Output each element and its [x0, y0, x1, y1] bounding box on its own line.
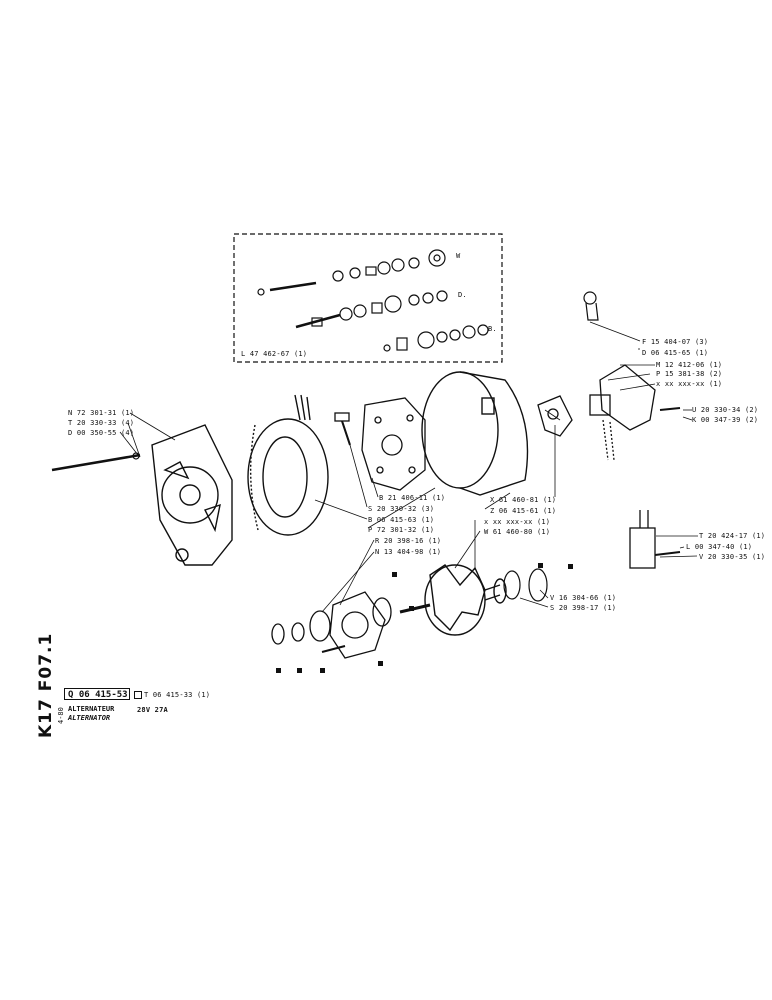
inset-row-d — [295, 290, 448, 329]
spec: 28V 27A — [137, 706, 168, 714]
through-bolt — [51, 453, 141, 472]
stator — [247, 394, 329, 536]
callout-n13: N 13 404-98 (1) — [375, 548, 442, 556]
callout-s20a: S 20 330-32 (3) — [368, 505, 435, 513]
inset-frame — [233, 233, 503, 363]
callout-u20: U 20 330-34 (2) — [692, 406, 759, 414]
callout-k00: K 00 347-39 (2) — [692, 416, 759, 424]
callout-t20b: T 20 424-17 (1) — [699, 532, 766, 540]
callout-p72: P 72 301-32 (1) — [368, 526, 435, 534]
callout-v16: V 16 304-66 (1) — [550, 594, 617, 602]
drive-end-bracket — [151, 424, 233, 566]
inset-row-b — [383, 324, 489, 352]
callout-b06: B 06 415-63 (1) — [368, 516, 435, 524]
title-en: ALTERNATOR — [68, 714, 111, 722]
part-number-box: Q 06 415-53 — [64, 688, 130, 700]
callout-w61: W 61 460-80 (1) — [484, 528, 551, 536]
inset-row-w — [257, 249, 446, 296]
inset-label-d: D. — [458, 291, 467, 299]
callout-n72: N 72 301-31 (1) — [68, 409, 135, 417]
callout-xxx: x xx xxx-xx (1) — [656, 380, 723, 388]
pulley-parts — [271, 591, 392, 659]
rotor — [399, 564, 507, 636]
callout-b21: B 21 406-11 (1) — [379, 494, 446, 502]
callout-l00: L 00 347-40 (1) — [686, 543, 753, 551]
callout-v20: V 20 330-35 (1) — [699, 553, 766, 561]
callout-r20: R 20 398-16 (1) — [375, 537, 442, 545]
sheet-code: K17 F07.1 — [36, 632, 56, 738]
inset-label-b: B. — [488, 325, 497, 333]
sheet-sub: 4-80 — [57, 707, 65, 724]
callout-xxx2: x xx xxx-xx (1) — [484, 518, 551, 526]
callout-d06: D 06 415-65 (1) — [642, 349, 709, 357]
callout-t20: T 20 330-33 (4) — [68, 419, 135, 427]
callout-x61: X 61 460-81 (1) — [490, 496, 557, 504]
callout-p15: P 15 381-38 (2) — [656, 370, 723, 378]
brush-holder — [537, 395, 573, 437]
alt-ref-text: T 06 415-33 (1) — [144, 691, 211, 699]
callout-z06: Z 06 415-61 (1) — [490, 507, 557, 515]
marker-squares — [276, 563, 573, 673]
inset-label-w: W — [456, 252, 461, 260]
title-fr: ALTERNATEUR — [68, 705, 115, 713]
checkbox-square-icon — [134, 691, 142, 699]
callout-d00: D 00 350-55 (4) — [68, 429, 135, 437]
inset-ref: L 47 462-67 (1) — [241, 350, 308, 358]
terminal-clip — [583, 291, 599, 321]
callout-s20b: S 20 398-17 (1) — [550, 604, 617, 612]
leader-lines — [119, 321, 698, 613]
rectifier — [334, 397, 426, 491]
housing — [421, 371, 529, 496]
capacitor — [629, 510, 681, 569]
alt-ref: T 06 415-33 (1) — [134, 691, 210, 699]
callout-f15: F 15 404-07 (3) — [642, 338, 709, 346]
callout-m12: M 12 412-06 (1) — [656, 361, 723, 369]
